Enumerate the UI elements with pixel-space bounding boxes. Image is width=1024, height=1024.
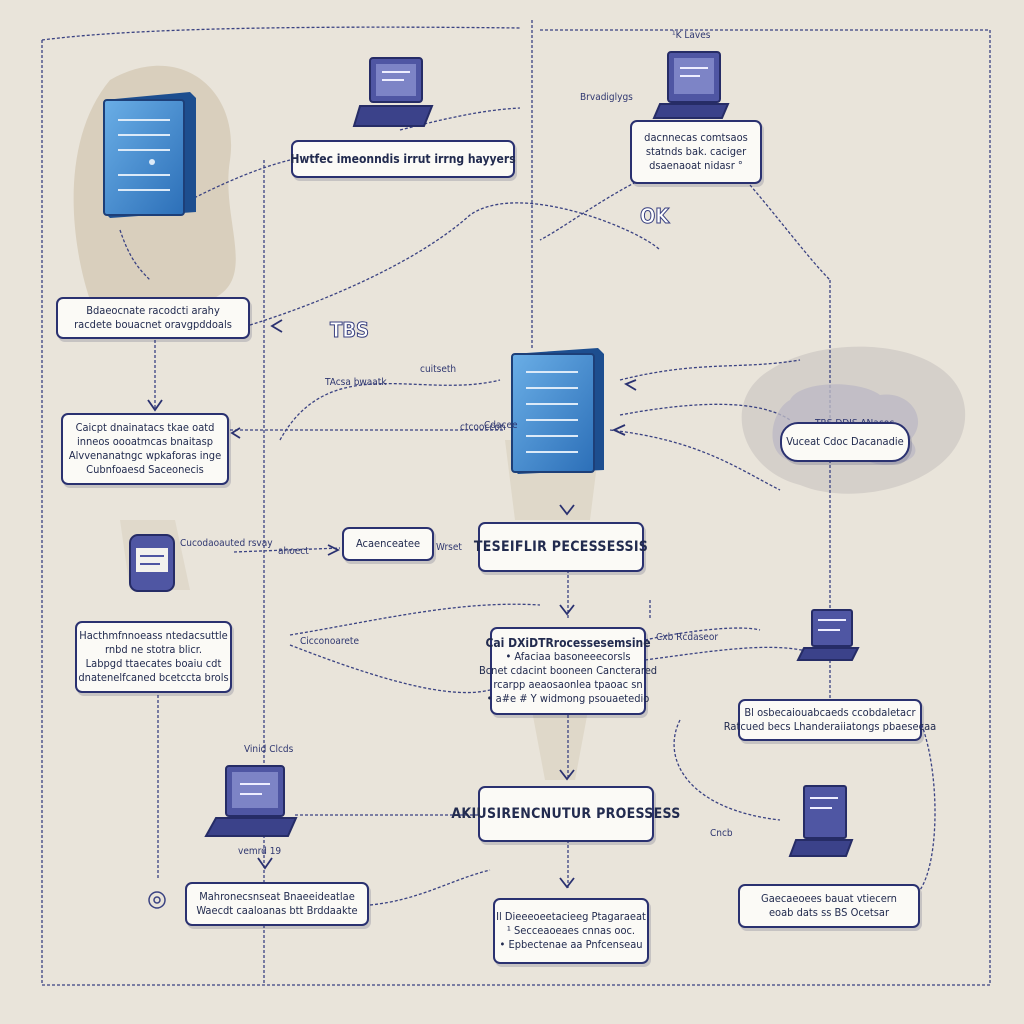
node-b3-line-1: racdete bouacnet oravgpddoals	[74, 318, 232, 331]
node-box-b13: Il Dieeeoeetacieeg Ptagaraeat ¹ Secceaoe…	[493, 898, 649, 964]
node-box-b6: Acaenceatee	[342, 527, 434, 561]
node-b2-line-2: dsaenaoat nidasr °	[649, 159, 743, 172]
node-b12-line-0: Mahronecsnseat Bnaeeideatlae	[199, 890, 355, 903]
label-vinid: Vinid Clcds	[244, 744, 294, 755]
laptop-icon	[652, 51, 730, 119]
label-top-b: Brvadiglygs	[580, 92, 633, 103]
label-small2: Cdacee	[484, 420, 518, 431]
node-b6-line-0: Acaenceatee	[355, 537, 421, 550]
node-b9-line-0: Cai DXiDTRrocessesemsine	[485, 636, 651, 650]
node-b14-line-0: Gaecaeoees bauat vtiecern	[761, 892, 897, 905]
node-box-b14: Gaecaeoees bauat vtiecern eoab dats ss B…	[738, 884, 920, 928]
node-b12-line-1: Waecdt caaloanas btt Brddaakte	[196, 904, 358, 917]
label-proc-left: Cucodaoauted rsvay	[180, 538, 273, 549]
node-b1-line-0: Hwtfec imeonndis irrut irrng hayyers	[290, 152, 516, 166]
server-icon	[103, 92, 196, 218]
label-cncb: Cncb	[710, 828, 733, 839]
node-box-b12: Mahronecsnseat Bnaeeideatlae Waecdt caal…	[185, 882, 369, 926]
label-ok: OK	[639, 204, 670, 229]
node-box-b7: TESEIFLIR PECESSESSIS	[474, 522, 648, 572]
connector-lines	[41, 20, 991, 986]
arrowheads	[147, 319, 637, 889]
label-proc-left2: ahoect	[278, 546, 309, 557]
node-box-b4: Caicpt dnainatacs tkae oatd inneos oooat…	[61, 413, 229, 485]
label-cxb: Cxb Rcdaseor	[656, 632, 719, 643]
node-b2-line-0: dacnnecas comtsaos	[644, 131, 748, 144]
node-b8-line-0: Hacthmfnnoeass ntedacsuttle	[79, 629, 228, 642]
node-b8-line-1: rnbd ne stotra blicr.	[104, 643, 203, 656]
label-mid1: TAcsa bwaatk	[325, 377, 387, 388]
label-cicc: Cicconoarete	[300, 636, 359, 647]
node-b10-line-0: Bl osbecaiouabcaeds ccobdaletacr	[744, 706, 916, 719]
label-tbs: TBS	[330, 318, 370, 343]
node-b13-line-2: • Epbectenae aa Pnfcenseau	[499, 938, 643, 951]
node-box-b9: Cai DXiDTRrocessesemsine • Afaciaa bason…	[479, 627, 657, 715]
node-b14-line-1: eoab dats ss BS Ocetsar	[768, 906, 890, 919]
node-b4-line-1: inneos oooatmcas bnaitasp	[76, 435, 214, 448]
node-b4-line-2: Alvvenanatngc wpkaforas inge	[68, 449, 222, 462]
gear-icon	[148, 891, 166, 909]
node-b7-line-0: TESEIFLIR PECESSESSIS	[473, 539, 649, 555]
node-box-b2: dacnnecas comtsaos statnds bak. caciger …	[630, 120, 762, 184]
laptop-icon	[796, 609, 860, 661]
node-b5-line-0: Vuceat Cdoc Dacanadie	[786, 435, 904, 448]
node-b9-line-1: • Afaciaa basoneeecorsls	[505, 650, 631, 663]
node-b9-line-4: • a#e # Y widmong psouaetedio	[486, 692, 650, 705]
node-box-b10: Bl osbecaiouabcaeds ccobdaletacr Ratcued…	[724, 699, 936, 741]
database-icon	[129, 534, 175, 592]
node-b8-line-3: dnatenelfcaned bcetccta brols	[78, 671, 229, 684]
node-b8-line-2: Labpgd ttaecates boaiu cdt	[85, 657, 222, 670]
node-box-b5: Vuceat Cdoc Dacanadie	[780, 422, 910, 462]
label-top-a: ¹K Laves	[672, 30, 711, 41]
laptop-icon	[788, 785, 854, 857]
label-wrset: Wrset	[436, 542, 462, 553]
node-b13-line-0: Il Dieeeoeetacieeg Ptagaraeat	[496, 910, 646, 923]
node-b2-line-1: statnds bak. caciger	[645, 145, 747, 158]
node-box-b11: AKIUSIRENCNUTUR PROESSESS	[451, 786, 680, 842]
node-b10-line-1: Ratcued becs Lhanderaiiatongs pbaesecaa	[723, 720, 937, 733]
label-small1: ctcooccon	[460, 422, 506, 433]
node-box-b1: Hwtfec imeonndis irrut irrng hayyers	[290, 140, 516, 178]
node-b9-line-2: Bcnet cdacint booneen Cancterared	[478, 664, 658, 677]
server-icon	[511, 348, 604, 474]
node-b3-line-0: Bdaeocnate racodcti arahy	[86, 304, 220, 317]
label-mid2: cuitseth	[420, 364, 457, 375]
node-b13-line-1: ¹ Secceaoeaes cnnas ooc.	[506, 924, 636, 937]
node-box-b3: Bdaeocnate racodcti arahy racdete bouacn…	[56, 297, 250, 339]
laptop-icon	[352, 57, 434, 127]
node-b11-line-0: AKIUSIRENCNUTUR PROESSESS	[451, 806, 681, 822]
node-b4-line-0: Caicpt dnainatacs tkae oatd	[75, 421, 215, 434]
node-box-b8: Hacthmfnnoeass ntedacsuttle rnbd ne stot…	[75, 621, 232, 693]
node-b9-line-3: rcarpp aeaosaonlea tpaoac sn	[493, 678, 643, 691]
laptop-icon	[204, 765, 298, 837]
node-b4-line-3: Cubnfoaesd Saceonecis	[86, 463, 204, 476]
label-verred: vemrd 19	[238, 846, 282, 857]
